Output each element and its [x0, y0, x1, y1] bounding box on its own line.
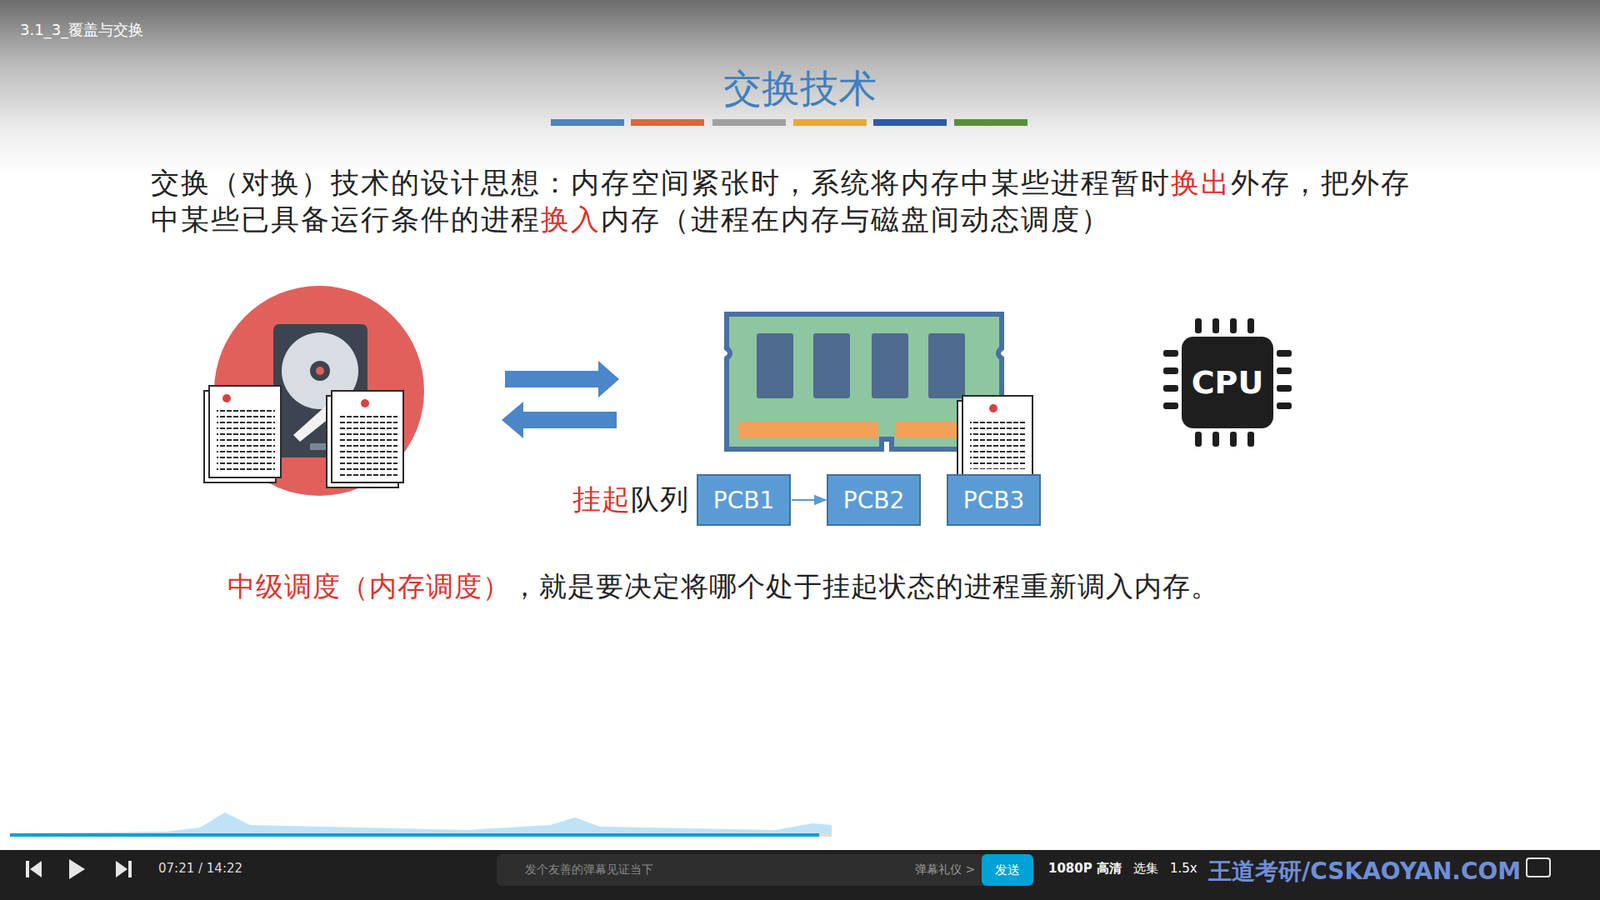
highlight-text: 挂起	[572, 484, 631, 515]
document-icon	[326, 390, 404, 488]
swap-arrows	[501, 360, 620, 439]
video-title: 3.1_3_覆盖与交换	[20, 20, 144, 40]
highlight-text: 换入	[540, 204, 601, 235]
highlight-text: 中级调度（内存调度）	[227, 571, 511, 602]
box-label: PCB2	[843, 486, 905, 515]
player-bar	[0, 812, 1600, 900]
slide-title: 交换技术	[723, 63, 877, 115]
process-box: PCB3	[946, 474, 1041, 526]
speed-button: 1.5x	[1170, 860, 1198, 876]
text-run-group: 交换（对换）技术的设计思想：内存空间紧张时，系统将内存中某些进程暂时换出外存，把…	[150, 165, 1426, 239]
box-label: PCB1	[713, 486, 775, 515]
process-box: PCB1	[696, 474, 791, 526]
box-label: PCB3	[963, 486, 1025, 515]
title-bars	[550, 119, 1028, 126]
queue-link	[791, 499, 826, 501]
time-display: 07:21 / 14:22	[158, 860, 243, 876]
cpu-icon	[1163, 318, 1292, 447]
paragraph-text: ，就是要决定将哪个处于挂起状态的进程重新调入内存。	[510, 571, 1220, 602]
input-placeholder: 发个友善的弹幕见证当下	[525, 862, 654, 878]
document-icon	[204, 385, 281, 483]
document-icon	[957, 395, 1033, 481]
episode-button: 选集	[1133, 860, 1159, 877]
paragraph-text: 交换（对换）技术的设计思想：内存空间紧张时，系统将内存中某些进程暂时	[150, 167, 1171, 199]
chip-label: CPU	[1191, 364, 1265, 401]
text-run-group: 挂起队列	[572, 481, 690, 519]
watermark: 王道考研/CSKAOYAN.COM	[1208, 855, 1521, 888]
etiquette-link: 弹幕礼仪 >	[915, 862, 975, 878]
paragraph-text: 内存（进程在内存与磁盘间动态调度）	[600, 204, 1111, 235]
queue-label: 队列	[630, 484, 690, 515]
highlight-text: 换出	[1170, 167, 1231, 199]
text-run-group: 中级调度（内存调度），就是要决定将哪个处于挂起状态的进程重新调入内存。	[227, 568, 1220, 605]
process-box: PCB2	[826, 474, 921, 526]
quality-button: 1080P 高清	[1048, 860, 1122, 877]
send-button: 发送	[995, 862, 1020, 879]
